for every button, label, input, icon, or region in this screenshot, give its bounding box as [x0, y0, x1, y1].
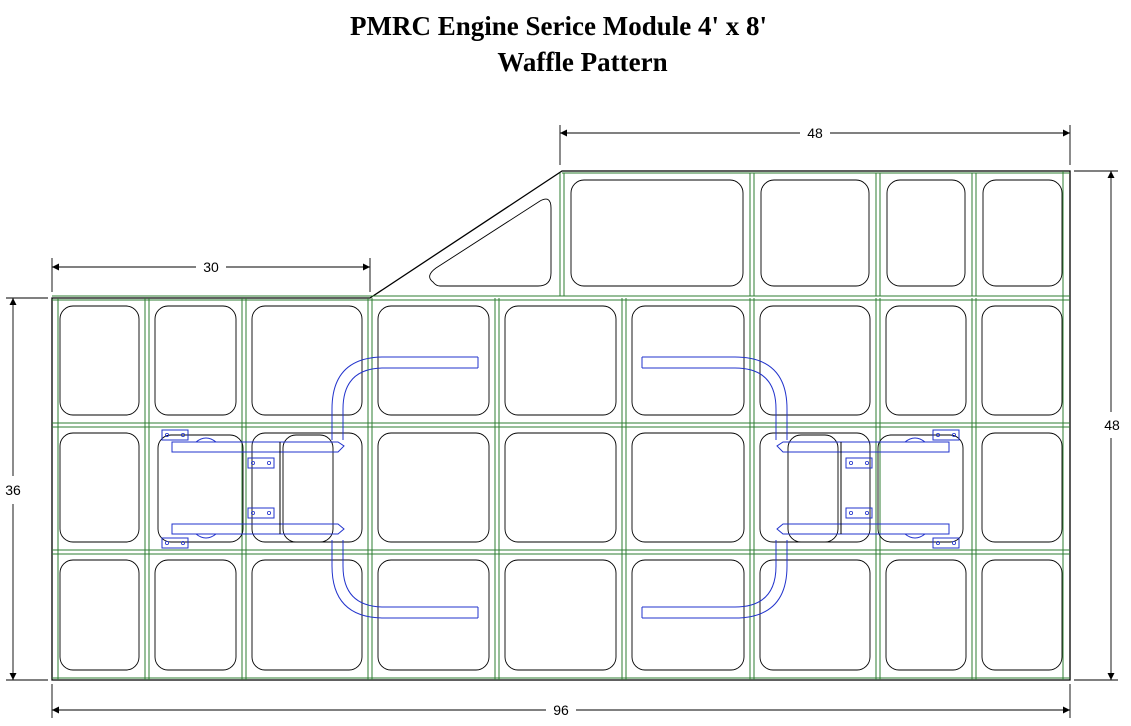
dimension-bottom-width-label: 96 [553, 702, 569, 718]
waffle-cell [759, 305, 871, 416]
waffle-cell [504, 305, 617, 416]
waffle-cell [282, 434, 334, 543]
dimension-top-width-label: 48 [807, 125, 823, 141]
waffle-cell [877, 434, 964, 543]
dimension-top-width [559, 125, 1071, 165]
waffle-cells [59, 179, 1063, 671]
waffle-cell [377, 432, 490, 543]
waffle-cell [570, 179, 744, 287]
dimension-step-width-label: 30 [203, 259, 219, 275]
waffle-ribs [52, 171, 1070, 680]
waffle-cell [59, 305, 140, 416]
waffle-cell [251, 559, 363, 671]
waffle-cell [154, 305, 237, 416]
waffle-cell [759, 559, 871, 671]
waffle-cell [251, 432, 363, 543]
waffle-cell [981, 432, 1063, 543]
waffle-cell [885, 305, 967, 416]
dimension-right-height [1074, 170, 1118, 681]
waffle-cell [760, 179, 870, 287]
waffle-cell [982, 179, 1063, 287]
waffle-cell [377, 305, 490, 416]
dimension-bottom-width [51, 684, 1071, 718]
waffle-cell [504, 432, 617, 543]
dimension-left-height [6, 297, 48, 681]
waffle-cell [631, 432, 745, 543]
waffle-cell [157, 434, 244, 543]
waffle-cell [59, 559, 140, 671]
diagram-title-line-2: Waffle Pattern [497, 47, 668, 77]
waffle-cell [759, 432, 871, 543]
waffle-cell [631, 559, 745, 671]
waffle-cell [885, 559, 967, 671]
dimension-right-height-label: 48 [1104, 417, 1120, 433]
dimension-left-height-label: 36 [5, 482, 21, 498]
mounting-track [161, 356, 960, 619]
waffle-cell [787, 434, 839, 543]
waffle-cell [251, 305, 363, 416]
triangle-cutout [429, 198, 552, 287]
waffle-cell [377, 559, 490, 671]
waffle-cell [154, 559, 237, 671]
waffle-cell [631, 305, 745, 416]
waffle-cell [886, 179, 966, 287]
dimension-step-width [51, 258, 371, 292]
panel-outline [51, 170, 1071, 681]
diagram-title-line-1: PMRC Engine Serice Module 4' x 8' [350, 11, 767, 41]
waffle-cell [59, 432, 140, 543]
waffle-cell [504, 559, 617, 671]
mount-holes [164, 432, 957, 546]
waffle-cell [981, 305, 1063, 416]
waffle-cell [981, 559, 1063, 671]
